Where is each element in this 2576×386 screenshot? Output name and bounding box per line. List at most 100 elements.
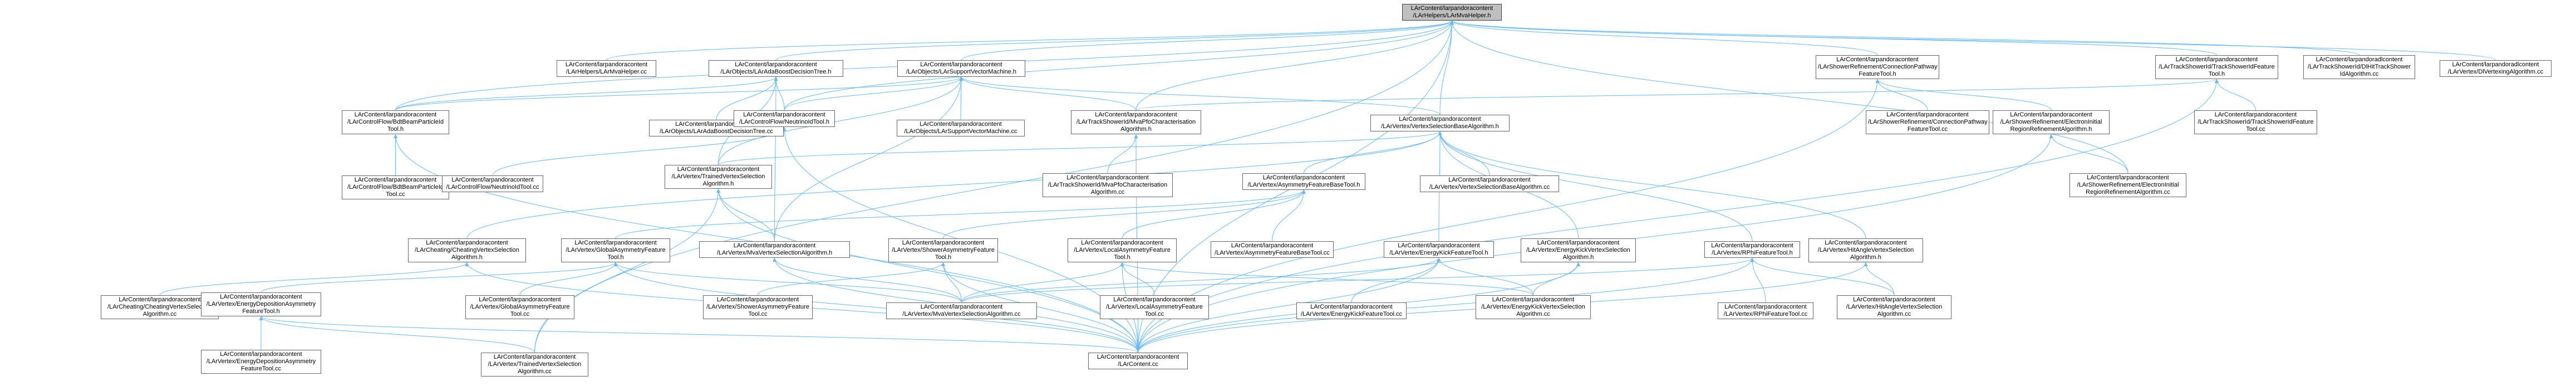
file-node[interactable]: LArContent/larpandoracontent/LArVertex/E…	[1384, 241, 1494, 258]
include-edge	[774, 76, 963, 242]
file-path-line: /LArVertex/LocalAsymmetryFeature	[1106, 304, 1203, 310]
include-edge	[716, 188, 775, 242]
file-node[interactable]: LArContent/larpandoracontent/LArCheating…	[408, 238, 526, 262]
file-node[interactable]: LArContent/larpandoracontent/LArVertex/E…	[201, 350, 321, 374]
file-node[interactable]: LArContent/larpandoracontent/LArControlF…	[442, 175, 543, 192]
file-node[interactable]: LArContent/larpandoracontent/LArCheating…	[101, 295, 219, 319]
file-path-line: /LArShowerRefinement/ConnectionPathway	[1818, 63, 1938, 70]
file-node[interactable]: LArContent/larpandoracontent/LArShowerRe…	[1816, 55, 1939, 79]
file-path-line: /LArVertex/MvaVertexSelectionAlgorithm.c…	[902, 311, 1021, 317]
file-node[interactable]: LArContent/larpandoracontent/LArTrackSho…	[2194, 110, 2317, 134]
file-node[interactable]: LArContent/larpandoracontent/LArVertex/L…	[1100, 295, 1209, 319]
file-node[interactable]: LArContent/larpandoradlcontent/LArTrackS…	[2303, 55, 2415, 79]
file-path-line: LArContent/larpandoracontent	[119, 296, 201, 303]
file-path-line: Tool.cc	[510, 311, 530, 317]
file-path-line: /LArVertex/AsymmetryFeatureBaseTool.cc	[1215, 250, 1330, 256]
file-node[interactable]: LArContent/larpandoracontent/LArVertex/H…	[1808, 238, 1923, 262]
file-path-line: /LArTrackShowerId/MvaPfoCharacterisation	[1076, 119, 1196, 125]
file-node[interactable]: LArContent/larpandoracontent/LArShowerRe…	[1993, 110, 2110, 134]
file-node[interactable]: LArContent/larpandoracontent/LArObjects/…	[649, 120, 784, 136]
file-node[interactable]: LArContent/larpandoracontent/LArControlF…	[342, 175, 449, 199]
include-edge	[534, 188, 720, 353]
file-path-line: /LArVertex/ShowerAsymmetryFeature	[706, 304, 809, 310]
file-path-line: LArContent/larpandoracontent	[1231, 242, 1314, 249]
include-edge	[941, 262, 1138, 353]
file-node[interactable]: LArContent/larpandoracontent/LArVertex/M…	[699, 241, 850, 258]
file-path-line: LArContent/larpandoracontent	[2087, 174, 2169, 181]
file-node[interactable]: LArContent/larpandoracontent/LArObjects/…	[709, 60, 843, 77]
file-node[interactable]: LArContent/larpandoracontent/LArVertex/E…	[1521, 238, 1636, 262]
file-node[interactable]: LArContent/larpandoracontent/LArTrackSho…	[1043, 173, 1173, 197]
file-path-line: /LArVertex/MvaVertexSelectionAlgorithm.h	[716, 250, 833, 256]
file-node[interactable]: LArContent/larpandoracontent/LArContent.…	[1088, 353, 1188, 369]
file-path-line: /LArObjects/LArAdaBoostDecisionTree.cc	[660, 128, 773, 135]
file-path-line: FeatureTool.h	[242, 308, 280, 315]
include-edge	[959, 76, 1137, 111]
file-node[interactable]: LArContent/larpandoracontent/LArVertex/V…	[1370, 115, 1510, 131]
file-path-line: LArContent/larpandoracontent	[902, 240, 985, 246]
file-node[interactable]: LArContent/larpandoracontent/LArVertex/E…	[1296, 302, 1407, 319]
include-edge	[784, 20, 1454, 111]
file-path-line: LArContent/larpandoracontent	[1097, 354, 1179, 360]
file-node[interactable]: LArContent/larpandoracontent/LArShowerRe…	[2069, 173, 2186, 197]
file-node[interactable]: LArContent/larpandoracontent/LArObjects/…	[897, 120, 1025, 136]
file-node[interactable]: LArContent/larpandoracontent/LArVertex/L…	[1068, 238, 1177, 262]
file-node[interactable]: LArContent/larpandoracontent/LArVertex/H…	[1837, 295, 1951, 319]
file-path-line: /LArVertex/GlobalAsymmetryFeature	[470, 304, 570, 310]
file-path-line: /LArControlFlow/BdtBeamParticleId	[347, 184, 444, 190]
include-edge	[716, 188, 1138, 353]
file-path-line: Algorithm.cc	[518, 368, 552, 375]
file-path-line: LArContent/larpandoracontent	[2175, 56, 2258, 63]
include-edge	[395, 76, 778, 111]
file-path-line: LArContent/larpandoracontent	[1836, 56, 1919, 63]
file-node[interactable]: LArContent/larpandoracontent/LArVertex/G…	[561, 238, 670, 262]
file-node[interactable]: LArContent/larpandoracontent/LArTrackSho…	[2155, 55, 2278, 79]
include-edge	[1120, 262, 1155, 296]
file-node[interactable]: LArContent/larpandoracontent/LArShowerRe…	[1866, 110, 1989, 134]
include-edge	[718, 76, 963, 165]
file-path-line: Algorithm.cc	[1877, 311, 1911, 317]
include-edge	[1864, 262, 1895, 296]
file-node[interactable]: LArContent/larpandoracontent/LArVertex/E…	[201, 292, 321, 316]
file-node[interactable]: LArContent/larpandoracontent/LArObjects/…	[897, 60, 1025, 77]
file-node[interactable]: LArContent/larpandoracontent/LArControlF…	[734, 110, 835, 127]
include-edge	[615, 189, 1306, 239]
file-node[interactable]: LArContent/larpandoracontent/LArVertex/G…	[465, 295, 574, 319]
file-path-line: LArContent/larpandoracontent	[733, 242, 816, 249]
file-node[interactable]: LArContent/larpandoracontent/LArControlF…	[342, 110, 449, 134]
include-edge	[606, 20, 1454, 61]
file-path-line: LArContent/larpandoracontent	[354, 111, 437, 118]
file-path-line: Tool.cc	[1144, 311, 1164, 317]
include-edge	[2049, 134, 2128, 174]
file-node[interactable]: LArContent/larpandoracontent/LArVertex/T…	[665, 165, 772, 189]
file-node[interactable]: LArContent/larpandoracontent/LArVertex/S…	[888, 238, 998, 262]
file-path-line: /LArVertex/ShowerAsymmetryFeature	[892, 247, 995, 253]
include-edge	[1750, 257, 1895, 296]
file-path-line: LArContent/larpandoracontent	[426, 240, 508, 246]
file-node[interactable]: LArContent/larpandoracontent/LArVertex/M…	[886, 302, 1037, 319]
file-node[interactable]: LArContent/larpandoracontent/LArVertex/T…	[481, 353, 588, 377]
file-node[interactable]: LArContent/larpandoracontent/LArVertex/R…	[1704, 241, 1800, 258]
file-path-line: LArContent/larpandoracontent	[920, 121, 1002, 128]
include-edge	[775, 20, 1454, 61]
file-node[interactable]: LArContent/larpandoracontent/LArTrackSho…	[1071, 110, 1201, 134]
include-edge	[718, 131, 1442, 165]
include-edge	[1351, 257, 1441, 303]
focus-file-node[interactable]: LArContent/larpandoracontent/LArHelpers/…	[1402, 4, 1502, 21]
file-node[interactable]: LArContent/larpandoracontent/LArVertex/A…	[1211, 241, 1334, 258]
file-path-line: LArContent/larpandoracontent	[451, 177, 534, 183]
file-node[interactable]: LArContent/larpandoracontent/LArVertex/E…	[1476, 295, 1591, 319]
file-node[interactable]: LArContent/larpandoracontent/LArVertex/V…	[1420, 175, 1559, 192]
file-node[interactable]: LArContent/larpandoracontent/LArHelpers/…	[557, 60, 656, 77]
file-node[interactable]: LArContent/larpandoracontent/LArVertex/R…	[1718, 302, 1813, 319]
file-path-line: LArContent/larpandoracontent	[1398, 242, 1480, 249]
file-path-line: LArContent/larpandoracontent	[677, 166, 760, 173]
include-edge	[613, 262, 962, 303]
file-node[interactable]: LArContent/larpandoracontent/LArVertex/S…	[703, 295, 813, 319]
include-edge	[1750, 257, 1766, 303]
file-node[interactable]: LArContent/larpandoradlcontent/LArVertex…	[2440, 60, 2552, 77]
file-path-line: LArContent/larpandoracontent	[1095, 111, 1177, 118]
file-node[interactable]: LArContent/larpandoracontent/LArVertex/A…	[1242, 173, 1365, 190]
file-path-line: /LArControlFlow/NeutrinoIdTool.h	[739, 119, 830, 125]
include-edge	[259, 316, 1138, 353]
